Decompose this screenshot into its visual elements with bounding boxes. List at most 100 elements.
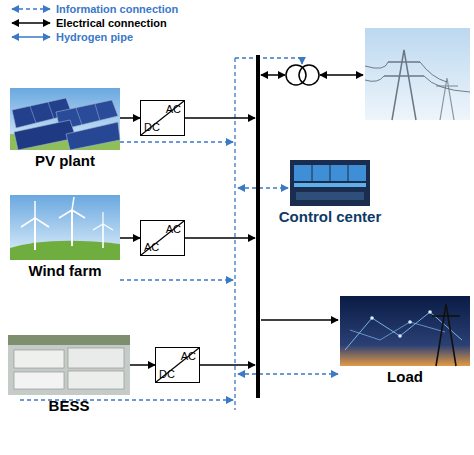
- legend-sample: [12, 36, 50, 38]
- electrical-wire: [256, 55, 260, 398]
- control-center-illustration: [312, 165, 313, 181]
- grid-illustration: [365, 28, 470, 120]
- wind-illustration: [72, 210, 85, 218]
- load-illustration: [398, 334, 402, 338]
- load-illustration: [350, 322, 445, 340]
- transformer-symbol: [286, 65, 319, 85]
- load-illustration: [436, 304, 456, 366]
- control-center-illustration: [294, 165, 366, 181]
- pv-illustration: [95, 104, 100, 121]
- node-label: PV plant: [35, 152, 95, 169]
- pv-illustration: [48, 102, 54, 119]
- node-label: Load: [387, 368, 423, 385]
- bess-illustration: [8, 335, 130, 345]
- grid-illustration: [365, 62, 470, 92]
- bess-illustration: [14, 372, 64, 389]
- electrical-wire: [320, 74, 363, 76]
- wind-illustration: [34, 218, 36, 250]
- information-line: [20, 58, 338, 410]
- control-center-illustration: [296, 192, 364, 200]
- grid-illustration: [384, 75, 424, 77]
- information-line: [238, 187, 288, 188]
- port-label: AC: [144, 241, 159, 253]
- converter-diagonal: [141, 221, 184, 255]
- legend-text: Electrical connection: [56, 17, 167, 30]
- bess-illustration: [8, 335, 130, 395]
- wind-illustration: [93, 224, 103, 230]
- grid-illustration: [392, 50, 416, 120]
- electrical-wire: [185, 55, 363, 398]
- load-illustration: [428, 310, 432, 314]
- wind-illustration: [102, 212, 103, 224]
- plant-image-box: Wind farm: [10, 195, 120, 260]
- control-center-illustration: [290, 160, 370, 206]
- port-label: AC: [181, 350, 196, 362]
- bess-illustration: [8, 335, 130, 395]
- electrical-wire: [185, 117, 255, 119]
- pv-illustration: [30, 106, 36, 123]
- control-center-illustration: [330, 165, 331, 181]
- bess-illustration: [14, 350, 64, 368]
- legend-text: Information connection: [56, 3, 178, 16]
- wind-illustration: [10, 195, 120, 260]
- pv-illustration: [10, 88, 120, 150]
- electrical-wire: [200, 364, 255, 366]
- electrical-wire: [261, 74, 285, 76]
- legend-sample: [12, 9, 50, 37]
- plant-image-box: Load: [340, 296, 470, 366]
- plant-image-box: Control center: [290, 160, 370, 206]
- converter-box: DC AC: [140, 100, 185, 136]
- legend-text: Hydrogen pipe: [56, 31, 133, 44]
- converter-diagonal: [156, 348, 199, 382]
- converter-box: DCAC: [155, 347, 200, 383]
- electrical-connector: [120, 237, 140, 239]
- control-center-illustration: [348, 165, 349, 181]
- wind-illustration: [103, 224, 113, 230]
- node-label: Control center: [279, 208, 382, 225]
- load-illustration: [408, 320, 412, 324]
- wind-illustration: [35, 218, 49, 227]
- node-label: Wind farm: [28, 262, 101, 279]
- wind-illustration: [21, 218, 35, 227]
- wind-illustration: [102, 224, 104, 248]
- load-illustration: [370, 316, 374, 320]
- wind-illustration: [71, 210, 73, 246]
- bess-illustration: [68, 348, 124, 368]
- electrical-connector: [120, 117, 140, 119]
- pv-illustration: [10, 88, 120, 150]
- information-line: [120, 141, 233, 142]
- port-label: DC: [144, 121, 160, 133]
- electrical-wire: [261, 319, 338, 321]
- grid-illustration: [440, 78, 454, 120]
- load-illustration: [432, 315, 460, 317]
- electrical-wire: [185, 237, 255, 239]
- load-illustration: [340, 296, 470, 366]
- grid-illustration: [388, 61, 420, 63]
- load-illustration: [340, 296, 470, 366]
- information-line: [120, 279, 233, 280]
- plant-image-box: BESS: [8, 335, 130, 395]
- bess-illustration: [68, 371, 124, 389]
- wind-illustration: [10, 195, 120, 260]
- converter-diagonal: [141, 101, 184, 135]
- plant-image-box: PV plant: [10, 88, 120, 150]
- pv-illustration: [66, 122, 120, 150]
- wind-illustration: [34, 201, 36, 218]
- wind-illustration: [72, 197, 74, 210]
- legend-sample: [12, 22, 50, 24]
- node-label: BESS: [49, 397, 90, 414]
- legend-sample: [12, 8, 50, 9]
- converter-box: AC AC: [140, 220, 185, 256]
- transformer-symbol: [286, 65, 306, 85]
- pv-illustration: [76, 108, 82, 125]
- wind-illustration: [59, 210, 72, 218]
- electrical-connector: [130, 364, 155, 366]
- transformer-symbol: [299, 65, 319, 85]
- port-label: AC: [166, 103, 181, 115]
- port-label: AC: [166, 223, 181, 235]
